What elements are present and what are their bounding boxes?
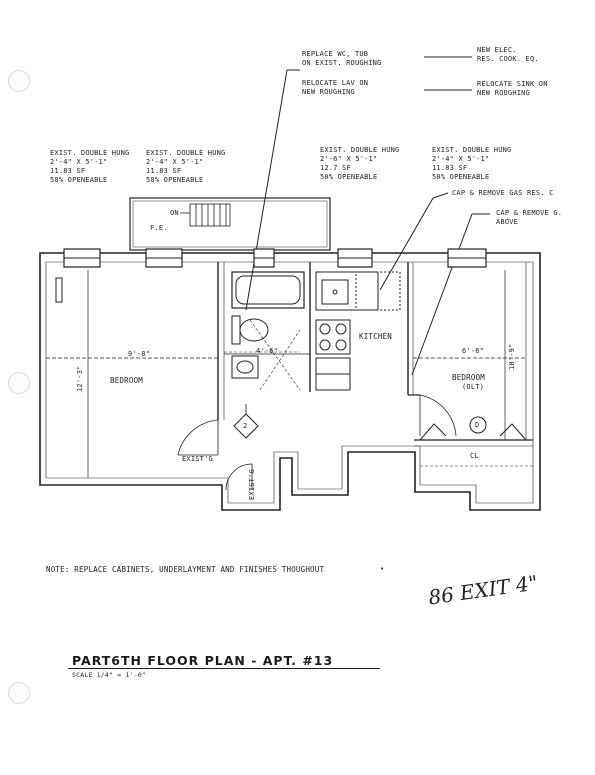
label-fire-escape: F.E. — [150, 224, 168, 232]
note-bottom-mark: • — [380, 565, 385, 573]
title-underline — [68, 668, 380, 669]
tag-diamond — [233, 413, 259, 439]
fire-escape — [129, 197, 331, 251]
cap-note-1: CAP & REMOVE GAS RES. C — [452, 189, 554, 197]
door-swing-bedroom — [419, 394, 457, 437]
fire-escape-stair — [180, 203, 231, 227]
binder-hole-bottom — [8, 682, 30, 704]
dim-12-3: 12'-3" — [76, 365, 84, 393]
kitchen-sink — [321, 279, 349, 305]
leader-line — [245, 69, 288, 311]
binder-hole-middle — [8, 372, 30, 394]
toilet-tank — [231, 315, 241, 345]
leader-line — [411, 213, 473, 376]
dim-9-8: 9'-8" — [128, 350, 151, 358]
dim-6-6: 6'-6" — [462, 347, 485, 355]
door-swing-closet-left — [419, 423, 447, 441]
label-dryer: D — [475, 421, 480, 429]
binder-hole-top — [8, 70, 30, 92]
leader-line — [432, 192, 449, 199]
label-existing-2: EXIST'G — [248, 469, 256, 500]
label-existing-1: EXIST'G — [182, 455, 213, 463]
range — [315, 319, 351, 355]
leader-line — [379, 197, 434, 291]
label-bedroom-left: BEDROOM — [110, 376, 144, 385]
door-swing-entry — [177, 419, 219, 456]
label-kitchen: KITCHEN — [359, 332, 393, 341]
cap-note-2: CAP & REMOVE G.ABOVE — [496, 209, 563, 226]
kitchen-sink-counter — [315, 271, 379, 311]
dim-10-9: 10'-9" — [508, 343, 516, 371]
drawing-scale: SCALE 1/4" = 1'-0" — [72, 671, 147, 679]
lavatory — [231, 355, 259, 379]
note-new-elec: NEW ELEC.RES. COOK. EQ. — [477, 46, 539, 63]
dryer-circle — [469, 416, 487, 434]
counter — [355, 271, 401, 311]
label-olt: (OLT) — [462, 383, 485, 391]
toilet-bowl — [239, 318, 269, 342]
tag-number: 2 — [243, 422, 248, 430]
label-bedroom-right: BEDROOM — [452, 373, 486, 382]
door-swing-lower — [225, 463, 253, 491]
label-closet: CL — [470, 452, 479, 460]
drawing-title: PART6TH FLOOR PLAN - APT. #13 — [72, 653, 334, 668]
bathtub — [231, 271, 305, 309]
note-bottom: NOTE: REPLACE CABINETS, UNDERLAYMENT AND… — [46, 565, 325, 574]
exterior-wall — [39, 252, 541, 511]
dim-4-6: 4'-6" — [256, 347, 279, 355]
door-swing-closet-right — [499, 423, 527, 441]
label-on: ON — [170, 209, 179, 217]
